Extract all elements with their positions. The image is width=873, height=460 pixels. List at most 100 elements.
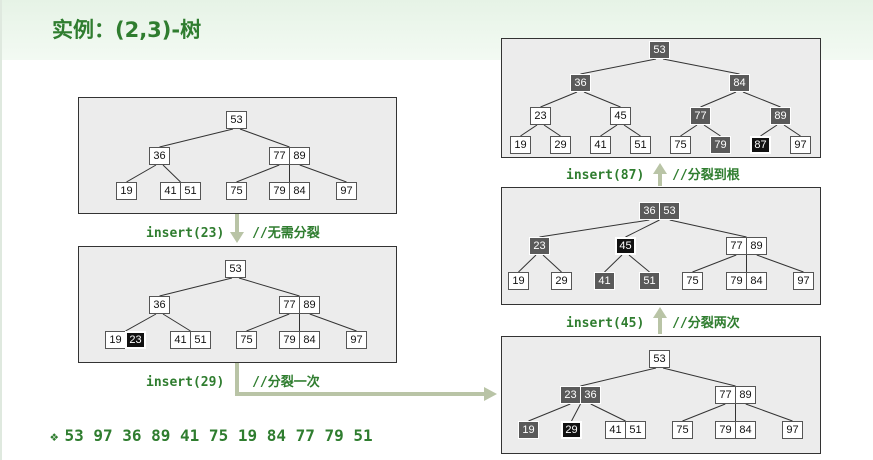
tree-edge [528, 403, 571, 422]
tree-node: 51 [639, 272, 660, 290]
node-key: 53 [225, 260, 246, 278]
tree-node: 97 [346, 331, 367, 349]
tree-node: 75 [672, 421, 693, 439]
node-key: 53 [659, 202, 680, 220]
tree-node: 29 [551, 272, 572, 290]
node-key: 51 [630, 136, 651, 154]
tree-edge [703, 124, 721, 137]
label-insert45: insert(45) //分裂两次 [566, 312, 740, 331]
tree-node: 75 [670, 136, 691, 154]
node-key: 36 [639, 202, 660, 220]
node-key: 84 [729, 74, 750, 92]
node-key: 23 [530, 107, 551, 125]
tree-node: 97 [782, 421, 803, 439]
tree-node: 79 [710, 136, 731, 154]
tree-node: 53 [649, 350, 670, 368]
tree-edge [239, 128, 290, 148]
tree-edge [540, 91, 578, 108]
tree-edges [518, 219, 804, 273]
arrow-insert29 [235, 363, 486, 396]
node-key: 77 [726, 237, 747, 255]
tree-edge [299, 164, 347, 183]
tree-edge [745, 403, 793, 422]
node-key: 89 [770, 107, 791, 125]
node-key: 97 [346, 331, 367, 349]
tree-node: 36 [570, 74, 591, 92]
tree-edge [520, 124, 538, 137]
tree-edge [159, 277, 233, 297]
node-key: 45 [615, 237, 636, 255]
arrow-insert45-head [653, 307, 667, 318]
diamond-bullet-icon: ❖ [50, 429, 59, 445]
tree-node: 19 [510, 136, 531, 154]
node-key: 84 [299, 331, 320, 349]
tree-node: 19 [518, 421, 539, 439]
tree-edge [700, 91, 737, 108]
tree-node: 19 [116, 182, 137, 200]
label-insert23-note: //无需分裂 [252, 226, 320, 241]
tree-edge [604, 254, 623, 273]
node-key: 89 [735, 386, 756, 404]
label-insert87: insert(87) //分裂到根 [566, 164, 740, 183]
tree-edge [628, 254, 650, 273]
tree-edge [783, 124, 801, 137]
arrow-insert29-head [484, 387, 497, 401]
node-key: 79 [715, 421, 736, 439]
node-key: 19 [105, 331, 126, 349]
node-key: 41 [170, 331, 191, 349]
insertion-sequence: ❖53 97 36 89 41 75 19 84 77 79 51 [50, 426, 373, 445]
node-key: 79 [726, 272, 747, 290]
node-key: 29 [550, 136, 571, 154]
tree-edge [246, 313, 290, 332]
node-key: 97 [336, 182, 357, 200]
tree-edge [756, 254, 804, 273]
node-key: 51 [639, 272, 660, 290]
node-key: 84 [289, 182, 310, 200]
tree-node: 23 [530, 107, 551, 125]
label-insert23: insert(23) //无需分裂 [146, 222, 320, 241]
node-key: 75 [226, 182, 247, 200]
tree-node: 19 [508, 272, 529, 290]
tree-edge [159, 128, 234, 148]
node-key: 41 [590, 136, 611, 154]
node-key: 36 [570, 74, 591, 92]
node-key: 53 [649, 41, 670, 59]
tree-node: 75 [236, 331, 257, 349]
node-key: 75 [672, 421, 693, 439]
tree-edge [760, 124, 778, 137]
tree-node: 75 [682, 272, 703, 290]
tree-node: 87 [750, 136, 771, 154]
label-insert29-op: insert(29) [146, 375, 225, 390]
tree-edge [125, 313, 157, 332]
node-key: 97 [782, 421, 803, 439]
tree-edge [580, 367, 657, 387]
node-key: 51 [190, 331, 211, 349]
node-key: 36 [149, 296, 170, 314]
tree-edge [600, 124, 618, 137]
tree-edge [580, 58, 657, 75]
node-key: 36 [580, 386, 601, 404]
node-key: 53 [226, 111, 247, 129]
tree-edges [520, 58, 801, 137]
node-key: 77 [715, 386, 736, 404]
tree-node: 29 [550, 136, 571, 154]
node-key: 89 [746, 237, 767, 255]
tree-edge [590, 403, 626, 422]
tree-node: 36 [149, 296, 170, 314]
tree-edge [583, 91, 621, 108]
tree-edge [162, 164, 181, 183]
tree-node: 97 [336, 182, 357, 200]
node-key: 77 [690, 107, 711, 125]
tree-node: 45 [615, 237, 636, 255]
